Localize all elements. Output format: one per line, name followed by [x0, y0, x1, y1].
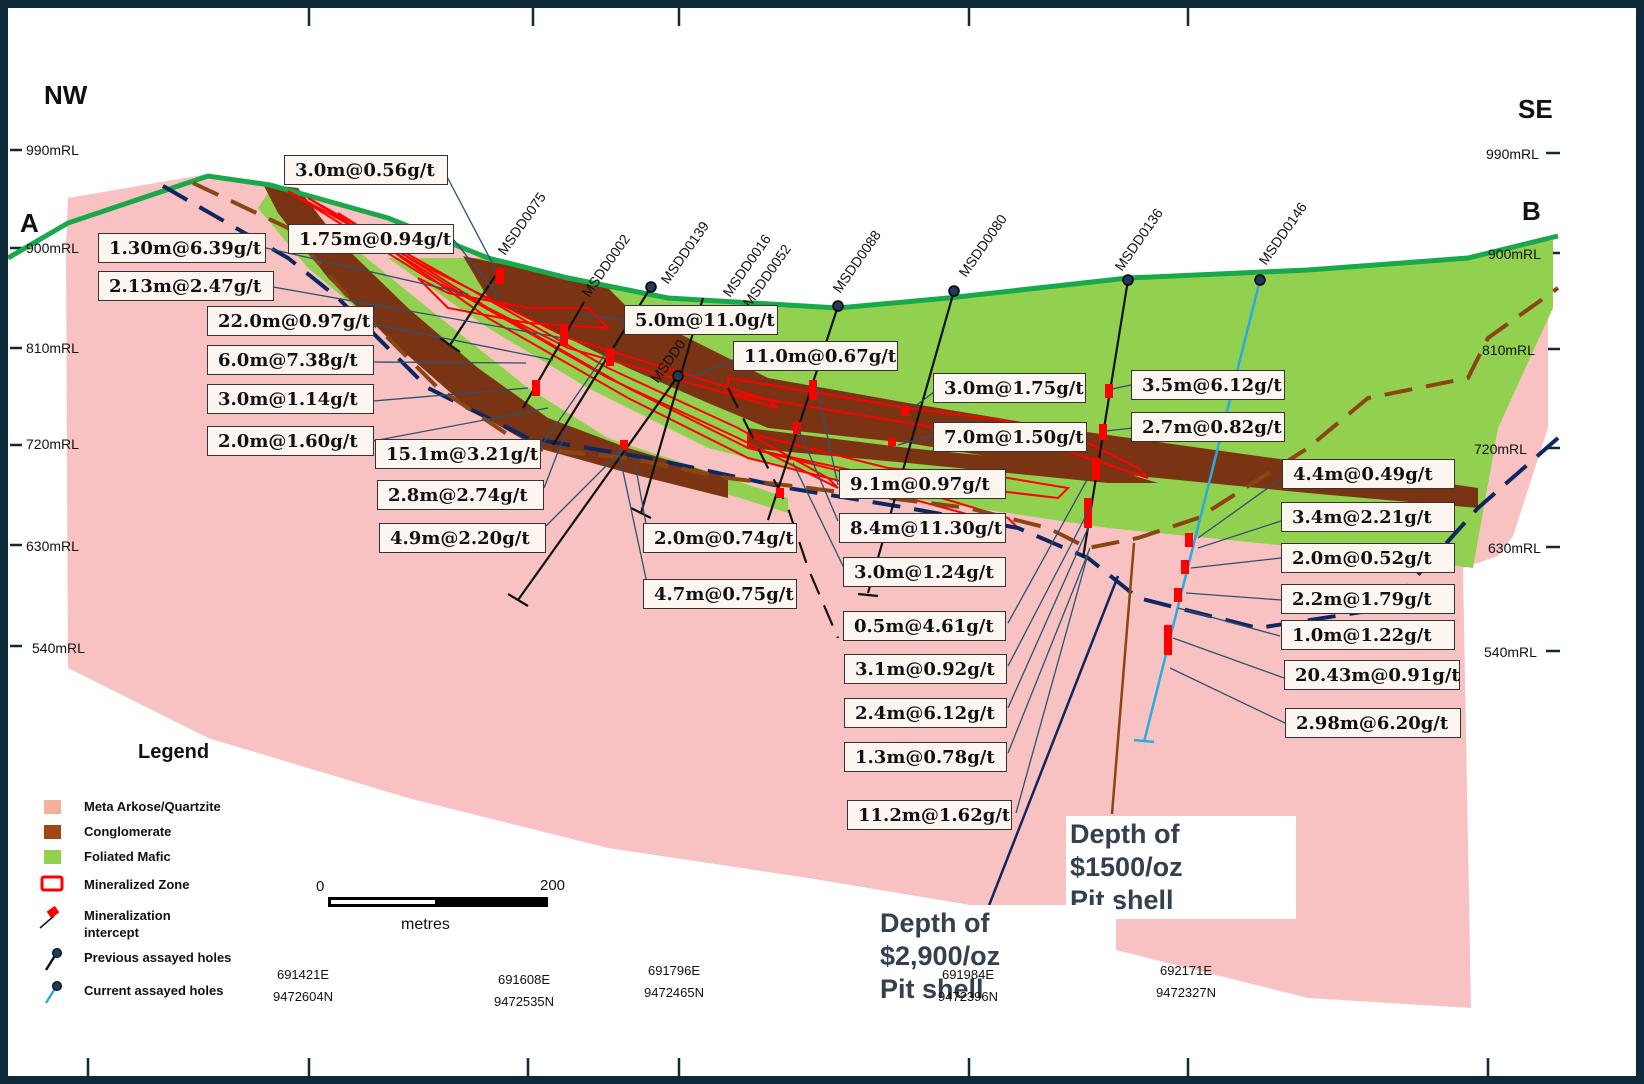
rl-left-720: 720mRL — [26, 436, 79, 452]
rl-right-720: 720mRL — [1474, 441, 1527, 457]
intercept-label: 22.0m@0.97g/t — [207, 306, 374, 336]
pit-shell-1500-line1: Depth of $1500/oz — [1070, 819, 1183, 882]
intercept-label: 3.4m@2.21g/t — [1281, 502, 1455, 532]
legend-item-intercept: Mineralization intercept — [84, 908, 171, 940]
intercept-label: 1.3m@0.78g/t — [844, 742, 1007, 772]
figure-frame: NW SE A B 990mRL 900mRL 810mRL 720mRL 63… — [8, 8, 1636, 1076]
rl-right-810: 810mRL — [1482, 342, 1535, 358]
pit-shell-2900-line2: Pit shell — [880, 974, 984, 1004]
legend-item-mafic: Foliated Mafic — [84, 849, 171, 864]
intercept-label: 8.4m@11.30g/t — [839, 513, 1006, 543]
hole-collars — [645, 274, 1266, 382]
intercept-label: 2.4m@6.12g/t — [844, 698, 1007, 728]
legend-item-current-holes: Current assayed holes — [84, 983, 224, 998]
rl-left-990: 990mRL — [26, 142, 79, 158]
legend-item-mineralized-zone: Mineralized Zone — [84, 877, 190, 892]
intercept-label: 2.0m@0.74g/t — [643, 523, 797, 553]
geology-section — [8, 8, 1560, 1076]
rl-right-540: 540mRL — [1484, 644, 1537, 660]
pit-shell-1500-label: Depth of $1500/oz Pit shell — [1066, 816, 1296, 919]
intercept-label: 4.9m@2.20g/t — [379, 523, 546, 553]
intercept-label: 1.0m@1.22g/t — [1281, 620, 1455, 650]
intercept-label: 6.0m@7.38g/t — [207, 345, 374, 375]
intercept-label: 4.7m@0.75g/t — [643, 579, 797, 609]
intercept-label: 2.2m@1.79g/t — [1281, 584, 1455, 614]
intercept-label: 9.1m@0.97g/t — [839, 469, 1006, 499]
intercept-label: 3.1m@0.92g/t — [844, 654, 1007, 684]
intercept-label: 2.98m@6.20g/t — [1285, 708, 1461, 738]
intercept-label: 0.5m@4.61g/t — [843, 611, 1006, 641]
rl-left-630: 630mRL — [26, 538, 79, 554]
scale-zero: 0 — [316, 878, 325, 895]
intercept-label: 3.0m@1.24g/t — [843, 557, 1006, 587]
intercept-label: 3.0m@1.14g/t — [207, 384, 374, 414]
topography — [8, 173, 1559, 311]
intercept-label: 3.0m@1.75g/t — [933, 373, 1086, 403]
rl-right-990: 990mRL — [1486, 146, 1539, 162]
intercept-label: 11.2m@1.62g/t — [847, 800, 1012, 830]
legend-item-previous-holes: Previous assayed holes — [84, 950, 232, 965]
direction-nw: NW — [44, 80, 88, 110]
rl-left-810: 810mRL — [26, 340, 79, 356]
rl-left-540: 540mRL — [32, 640, 85, 656]
intercept-label: 2.0m@0.52g/t — [1281, 543, 1455, 573]
intercept-label: 2.7m@0.82g/t — [1131, 412, 1285, 442]
scale-unit: metres — [401, 916, 450, 933]
intercept-label: 5.0m@11.0g/t — [624, 305, 778, 335]
intercept-label: 7.0m@1.50g/t — [933, 422, 1087, 452]
legend-title: Legend — [138, 741, 210, 763]
direction-se: SE — [1518, 94, 1553, 124]
intercept-label: 2.8m@2.74g/t — [377, 480, 544, 510]
legend-symbols — [39, 800, 64, 1004]
rl-left-900: 900mRL — [26, 240, 79, 256]
rl-right-630: 630mRL — [1488, 540, 1541, 556]
scale-bar — [328, 897, 548, 907]
section-end-a: A — [20, 208, 39, 238]
intercept-label: 20.43m@0.91g/t — [1284, 660, 1460, 690]
rl-right-900: 900mRL — [1488, 246, 1541, 262]
section-end-b: B — [1522, 196, 1541, 226]
pit-shell-1500 — [192, 181, 1560, 551]
legend-item-conglomerate: Conglomerate — [84, 824, 172, 839]
intercept-label: 15.1m@3.21g/t — [375, 439, 541, 469]
intercept-label: 1.75m@0.94g/t — [288, 224, 454, 254]
intercept-label: 2.13m@2.47g/t — [98, 271, 274, 301]
intercept-label: 1.30m@6.39g/t — [98, 233, 266, 263]
conglomerate-mid — [748, 428, 1158, 483]
intercept-label: 3.5m@6.12g/t — [1131, 370, 1285, 400]
mineralized-zones — [287, 190, 1149, 530]
legend-item-arkose: Meta Arkose/Quartzite — [84, 799, 221, 814]
frame-ticks — [10, 8, 1560, 1076]
scale-max: 200 — [540, 877, 566, 894]
leader-lines — [265, 170, 1286, 909]
intercept-label: 3.0m@0.56g/t — [284, 155, 448, 185]
intercept-label: 4.4m@0.49g/t — [1282, 459, 1455, 489]
pit-shell-2900-label: Depth of $2,900/oz Pit shell — [876, 905, 1116, 1008]
current-hole-msdd0146 — [1142, 279, 1262, 743]
intercept-label: 2.0m@1.60g/t — [207, 426, 374, 456]
intercept-label: 11.0m@0.67g/t — [733, 341, 898, 371]
mineralization-intercepts — [496, 268, 1193, 655]
pit-shell-2900-line1: Depth of $2,900/oz — [880, 908, 1001, 971]
